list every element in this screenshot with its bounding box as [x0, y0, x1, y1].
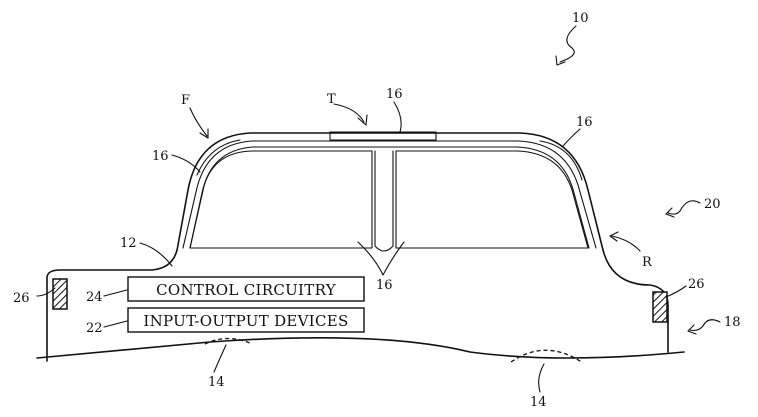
ref-16-rear: 16 [576, 115, 593, 130]
input-output-devices-label: INPUT-OUTPUT DEVICES [143, 312, 348, 330]
ref-16-front: 16 [152, 149, 169, 164]
leader-f [189, 107, 208, 137]
leader-12 [139, 242, 173, 267]
leader-16-rear [562, 128, 581, 147]
ref-r: R [642, 255, 653, 270]
ref-14-left: 14 [208, 375, 225, 390]
wheel-left-dashed [204, 337, 253, 345]
arrowhead-r [609, 231, 619, 242]
arrowhead-10 [555, 55, 566, 66]
ref-16-top: 16 [386, 87, 403, 102]
ref-18: 18 [724, 315, 741, 330]
leader-14-right [538, 363, 545, 393]
arrowhead-f [199, 128, 209, 139]
rear-window-strip [539, 140, 583, 181]
leader-16-center-right [382, 241, 405, 276]
ref-26-right: 26 [688, 277, 705, 292]
road-surface-line [36, 336, 685, 359]
leader-14-left [213, 344, 227, 373]
ref-20: 20 [704, 197, 721, 212]
window-pane-front [189, 150, 373, 249]
ref-24: 24 [86, 290, 103, 305]
leader-22 [103, 320, 128, 328]
input-output-devices-box [127, 307, 365, 333]
arrowhead-t [357, 114, 368, 126]
leader-r [611, 235, 641, 252]
wheel-right-dashed [510, 349, 584, 364]
leader-16-front [171, 154, 201, 173]
ref-10: 10 [572, 11, 589, 26]
leader-26-right [665, 285, 687, 298]
leader-26-left [36, 287, 56, 297]
arrowhead-18 [687, 324, 697, 335]
vehicle-body-outline [46, 132, 669, 362]
ref-14-right: 14 [530, 395, 547, 410]
center-pillar [374, 150, 394, 252]
front-window-strip [196, 139, 241, 176]
leader-10 [559, 25, 577, 63]
ref-t: T [327, 92, 336, 107]
leader-16-top [393, 101, 402, 133]
control-circuitry-box [127, 276, 365, 302]
arrowhead-20 [665, 207, 675, 218]
ref-22: 22 [86, 321, 103, 336]
control-circuitry-label: CONTROL CIRCUITRY [156, 281, 337, 299]
light-right-hatched [652, 291, 668, 323]
leader-24 [103, 289, 128, 297]
leader-18 [689, 319, 721, 332]
roof-inner-line-2 [189, 146, 590, 249]
ref-16-center: 16 [376, 278, 393, 293]
leader-20 [667, 200, 701, 215]
ref-f: F [181, 93, 190, 108]
top-window-sunroof [329, 131, 437, 141]
ref-26-left: 26 [13, 291, 30, 306]
light-left-hatched [52, 278, 68, 310]
window-pane-rear [395, 150, 589, 249]
leader-16-center-left [357, 241, 384, 276]
roof-inner-line [182, 140, 597, 249]
ref-12: 12 [120, 236, 137, 251]
leader-t [333, 103, 365, 123]
